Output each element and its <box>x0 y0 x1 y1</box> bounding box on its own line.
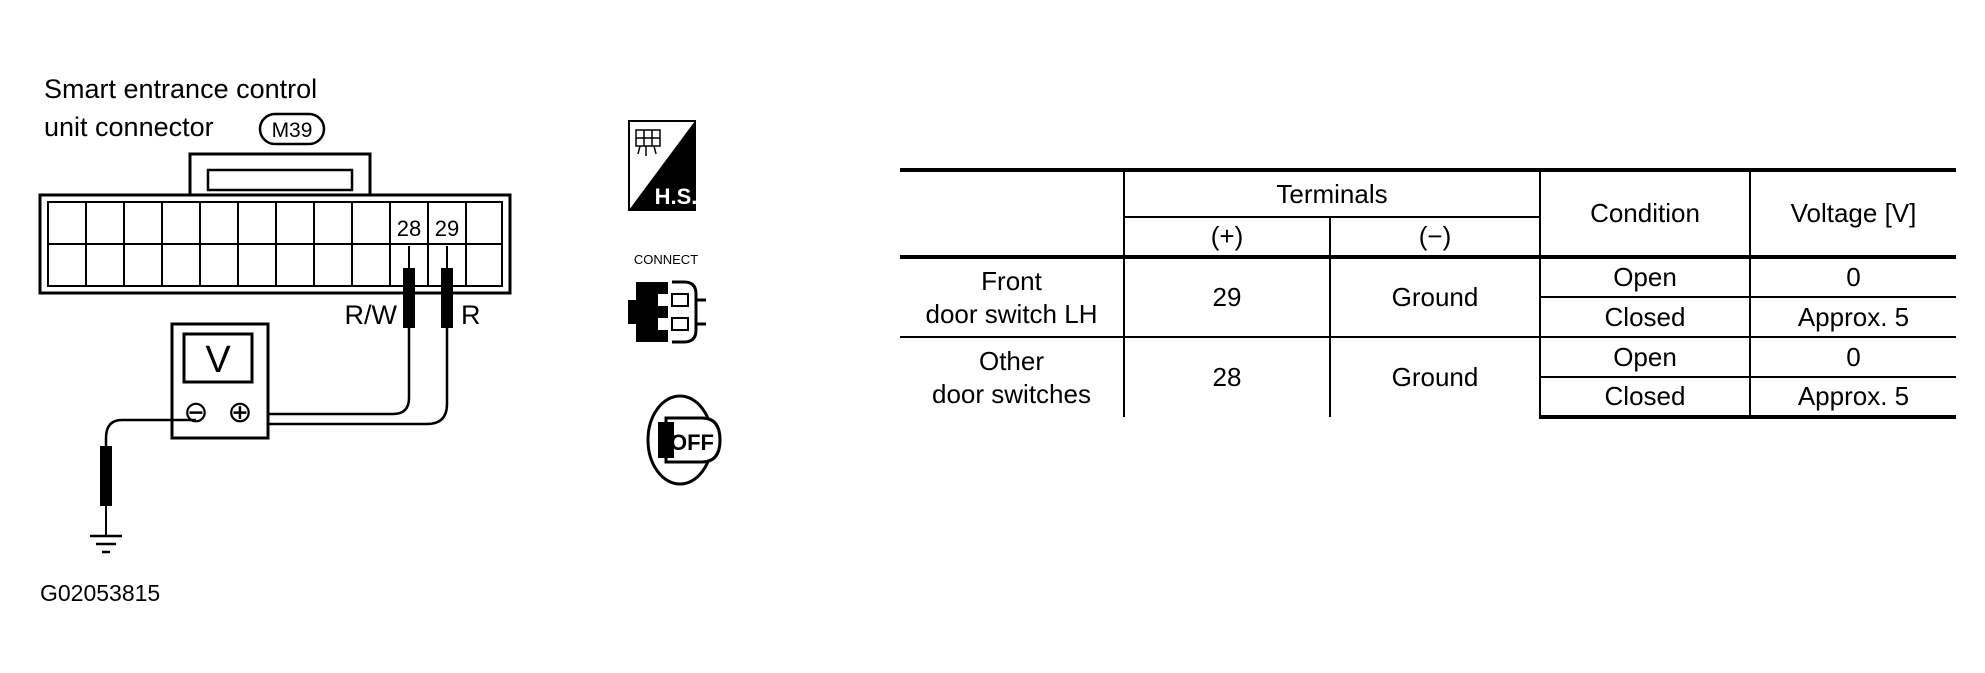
connect-label: CONNECT <box>634 252 698 267</box>
ignition-off-label: OFF <box>670 430 714 455</box>
connector-latch-slot <box>206 168 354 192</box>
figure-id: G02053815 <box>40 580 161 606</box>
table-row: Closed Approx. 5 <box>900 377 1956 419</box>
item-line2: door switches <box>932 378 1091 409</box>
table-row: Closed Approx. 5 <box>900 297 1956 338</box>
pin-28-label: 28 <box>397 216 421 241</box>
voltage-cell: Approx. 5 <box>1749 297 1956 338</box>
voltage-cell: Approx. 5 <box>1749 377 1956 419</box>
condition-header: Condition <box>1539 168 1750 259</box>
voltage-cell: 0 <box>1749 257 1956 298</box>
connector-cell-grid <box>48 202 502 286</box>
item-header-cell <box>900 168 1124 259</box>
harness-side-icon: H.S. <box>628 120 698 211</box>
terminal-voltage-table: Terminals Condition Voltage [V] (+) (−) … <box>900 168 1956 419</box>
positive-terminal-icon: ⊕ <box>227 396 252 429</box>
item-line1: Front <box>981 266 1042 296</box>
hs-label: H.S. <box>655 184 698 209</box>
plus-header: (+) <box>1123 217 1330 259</box>
plus-cell: 28 <box>1123 337 1330 417</box>
connector-diagram: 28 29 R/W R <box>38 152 512 426</box>
pin-29-label: 29 <box>435 216 459 241</box>
condition-cell: Open <box>1539 257 1750 298</box>
probe-r <box>441 268 453 328</box>
voltage-cell: 0 <box>1749 337 1956 378</box>
ground-icon <box>90 534 122 554</box>
condition-cell: Closed <box>1539 377 1750 419</box>
table-row: Front door switch LH 29 Ground Open 0 <box>900 257 1956 338</box>
item-cell: Other door switches <box>900 337 1124 417</box>
wire-r-label: R <box>461 300 481 330</box>
connector-id-text: M39 <box>272 119 313 142</box>
voltmeter-symbol: V <box>205 339 231 381</box>
item-line2: door switch LH <box>925 298 1098 329</box>
diagram-title-line1: Smart entrance control <box>44 74 318 104</box>
condition-cell: Closed <box>1539 297 1750 338</box>
connector-id-badge: M39 <box>258 112 326 146</box>
wire-rw-label: R/W <box>345 300 398 330</box>
table-row: Other door switches 28 Ground Open 0 <box>900 337 1956 417</box>
ignition-off-icon: OFF <box>646 394 722 486</box>
probe-rw-lead <box>251 328 411 416</box>
probe-rw <box>403 268 415 328</box>
ground-lead <box>90 418 196 554</box>
ground-probe <box>100 446 112 506</box>
item-cell: Front door switch LH <box>900 257 1124 338</box>
minus-cell: Ground <box>1329 257 1540 338</box>
terminals-header: Terminals <box>1123 168 1540 218</box>
minus-header: (−) <box>1329 217 1540 259</box>
voltmeter-display <box>182 332 254 384</box>
voltage-header: Voltage [V] <box>1749 168 1956 259</box>
connect-icon: CONNECT <box>628 252 706 344</box>
diagram-title-line2: unit connector <box>44 112 214 142</box>
plus-cell: 29 <box>1123 257 1330 338</box>
probe-r-lead <box>251 328 449 426</box>
item-line1: Other <box>978 346 1045 376</box>
minus-cell: Ground <box>1329 337 1540 417</box>
condition-cell: Open <box>1539 337 1750 378</box>
negative-terminal-icon: ⊖ <box>183 396 208 429</box>
